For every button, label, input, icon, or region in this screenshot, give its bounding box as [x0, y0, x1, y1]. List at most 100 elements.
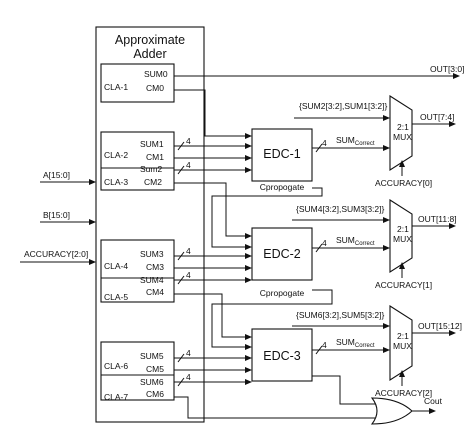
cprop1-to-edc2-wire — [211, 187, 323, 248]
bus-width-label: 4 — [322, 238, 327, 248]
input-b-label: B[15:0] — [43, 210, 70, 220]
sumcorrect-label-3: SUMCorrect — [336, 337, 375, 349]
input-accuracy-arrow — [89, 259, 96, 265]
sum5-label: SUM5 — [140, 351, 164, 361]
mux-1-select-label: ACCURACY[0] — [375, 178, 432, 188]
cm4-to-edc3-wire — [174, 293, 248, 338]
bus-slash — [177, 141, 185, 151]
edc-2-label: EDC-2 — [263, 247, 301, 261]
bus-slash — [315, 345, 323, 355]
adder-title-line1: Approximate — [115, 33, 185, 47]
cla-6-7-block — [100, 341, 175, 401]
mux-1-output-label: OUT[7:4] — [420, 112, 454, 122]
arrowhead — [399, 160, 405, 167]
input-a-label: A[15:0] — [43, 170, 70, 180]
arrowhead — [449, 330, 456, 336]
arrowhead — [245, 167, 252, 173]
arrowhead — [449, 223, 456, 229]
sum1-label: SUM1 — [140, 139, 164, 149]
arrowhead — [245, 133, 252, 139]
arrowhead — [383, 245, 390, 251]
mux-3 — [389, 304, 413, 382]
mux-1-label-top: 2:1 — [397, 122, 409, 132]
sum0-label: SUM0 — [144, 69, 168, 79]
mux-2-input-label: {SUM4[3:2],SUM3[3:2]} — [296, 204, 385, 214]
input-accuracy-label: ACCURACY[2:0] — [24, 249, 88, 259]
mux-2 — [389, 198, 413, 274]
sumcorrect-main: SUM — [336, 235, 355, 245]
cla-6-label: CLA-6 — [104, 361, 128, 371]
mux-3-label-top: 2:1 — [397, 331, 409, 341]
bus-slash — [177, 165, 185, 175]
mux-3-input-label: {SUM6[3:2],SUM5[3:2]} — [296, 310, 385, 320]
cm0-label: CM0 — [146, 83, 164, 93]
bus-width-label: 4 — [186, 372, 191, 382]
bus-slash — [177, 275, 185, 285]
cla-2-3-block — [100, 131, 175, 191]
edc-3-label: EDC-3 — [263, 349, 301, 363]
sumcorrect-main: SUM — [336, 135, 355, 145]
arrowhead — [383, 145, 390, 151]
cla-1-block — [100, 63, 175, 103]
bus-width-label: 4 — [186, 348, 191, 358]
cm0-to-edc1-wire — [174, 89, 248, 137]
cla-2-label: CLA-2 — [104, 150, 128, 160]
out0-label: OUT[3:0] — [430, 64, 464, 74]
arrowhead — [399, 370, 405, 377]
bus-width-label: 4 — [322, 340, 327, 350]
mux-2-label-top: 2:1 — [397, 224, 409, 234]
mux-3-label-bottom: MUX — [393, 341, 412, 351]
arrowhead — [429, 408, 436, 414]
input-a-arrow — [89, 179, 96, 185]
mux-1-input-label: {SUM2[3:2],SUM1[3:2]} — [299, 101, 388, 111]
cm6-to-or-wire — [174, 396, 376, 419]
mux-2-output-label: OUT[11:8] — [418, 214, 457, 224]
arrowhead — [245, 379, 252, 385]
arrowhead — [383, 347, 390, 353]
adder-title-line2: Adder — [133, 47, 166, 61]
cm6-label: CM6 — [146, 389, 164, 399]
bus-slash — [315, 243, 323, 253]
arrowhead — [245, 265, 252, 271]
bus-width-label: 4 — [186, 246, 191, 256]
edc-1-cprop-label: Cpropogate — [260, 182, 305, 192]
arrowhead — [245, 277, 252, 283]
cm2-label: CM2 — [144, 177, 162, 187]
cprop2-to-edc3-wire — [211, 289, 333, 348]
cm3-label: CM3 — [146, 262, 164, 272]
bus-width-label: 4 — [186, 270, 191, 280]
bus-slash — [177, 251, 185, 261]
arrowhead — [245, 344, 252, 350]
arrowhead — [245, 143, 252, 149]
sum3-label: SUM3 — [140, 249, 164, 259]
arrowhead — [245, 233, 252, 239]
bus-width-label: 4 — [322, 138, 327, 148]
mux-1 — [389, 94, 413, 172]
sumcorrect-sub: Correct — [355, 241, 375, 247]
cla-4-5-block — [100, 239, 175, 303]
cla-4-label: CLA-4 — [104, 261, 128, 271]
edc-1-block — [251, 128, 313, 182]
edc-1-label: EDC-1 — [263, 147, 301, 161]
or-gate — [370, 397, 413, 425]
arrowhead — [245, 334, 252, 340]
cla-1-label: CLA-1 — [104, 82, 128, 92]
sumcorrect-main: SUM — [336, 337, 355, 347]
mux-1-label-bottom: MUX — [393, 132, 412, 142]
sumcorrect-label-1: SUMCorrect — [336, 135, 375, 147]
sumcorrect-sub: Correct — [355, 343, 375, 349]
bus-width-label: 4 — [186, 136, 191, 146]
sumcorrect-label-2: SUMCorrect — [336, 235, 375, 247]
cm1-label: CM1 — [146, 152, 164, 162]
out0-arrow — [453, 73, 460, 79]
arrowhead — [383, 115, 390, 121]
input-b-arrow — [89, 219, 96, 225]
edc-2-block — [251, 227, 313, 281]
cm4-label: CM4 — [146, 287, 164, 297]
cm5-label: CM5 — [146, 364, 164, 374]
arrowhead — [449, 121, 456, 127]
sum6-label: SUM6 — [140, 377, 164, 387]
mux-3-select-label: ACCURACY[2] — [375, 388, 432, 398]
cm2-to-edc2-wire — [174, 182, 248, 237]
